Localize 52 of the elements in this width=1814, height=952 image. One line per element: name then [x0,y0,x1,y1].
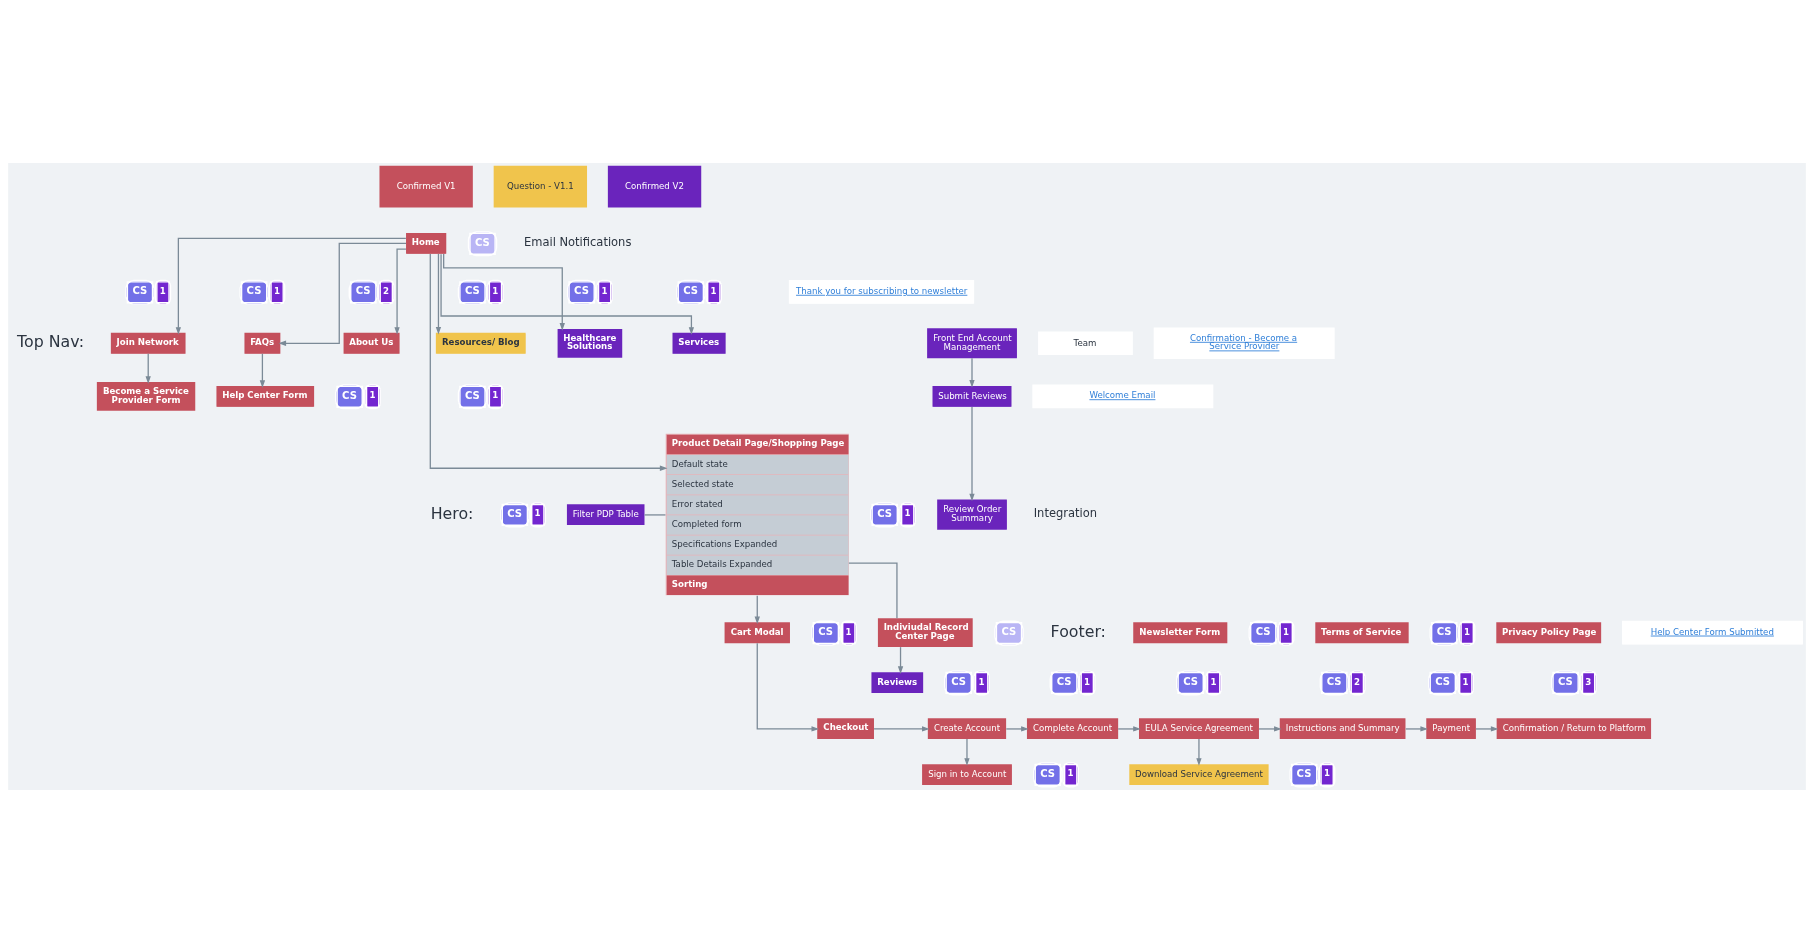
node-label: CS [1326,675,1342,687]
node-label: CS [574,284,589,296]
node-label: CS [464,284,480,296]
node-label: CS [951,675,966,687]
node-label: CS [1558,675,1573,687]
label: CS [464,389,480,401]
node-label: CS [1255,625,1271,637]
label: Email Notifications [524,234,632,249]
node-label: CS [507,507,523,519]
legend-label: Confirmed V2 [625,180,684,191]
node-label: CS [1056,675,1072,687]
node-label: CS [474,236,490,248]
node-label: CS [246,284,262,296]
node-label: CS [1001,625,1017,637]
node-label: 1 [1067,767,1074,778]
node-label: 1 [1323,767,1330,778]
node-label: CS [1436,625,1452,637]
node-label: 1 [369,389,376,400]
node-label: 1 [1463,626,1470,637]
node-label: 1 [159,285,166,296]
node-label: 3 [1585,675,1592,686]
node-label: 2 [1354,675,1361,686]
node-label: 1 [492,285,499,296]
node-label: 2 [383,285,390,296]
node-label: CS [1296,767,1312,779]
label: Integration [1033,505,1098,520]
node-label: CS [1183,675,1198,687]
legend-label: Question - V1.1 [506,180,574,191]
node-label: 1 [904,507,911,518]
label: Hero: [430,503,474,523]
node-label: CS [1435,675,1451,687]
node-label: 1 [601,285,608,296]
node-label: 1 [534,507,541,518]
node-label: CS [818,625,834,637]
label: Top Nav: [17,331,85,351]
node-label: CS [683,284,699,296]
node-label: 1 [1084,675,1091,686]
node-label: CS [1040,767,1056,779]
node-label: CS [342,389,357,401]
label: Footer: [1050,621,1106,641]
node-label: 1 [1462,675,1469,686]
node-label: 1 [273,285,280,296]
node-label: 1 [978,675,985,686]
node-label: 1 [845,626,852,637]
node-label: CS [355,284,371,296]
label: 1 [492,389,499,400]
node-label: 1 [1282,626,1289,637]
legend-label: Confirmed V1 [396,180,456,191]
node-label: 1 [710,285,717,296]
node-label: CS [877,507,892,519]
node-label: CS [132,284,148,296]
node-label: 1 [1210,675,1217,686]
